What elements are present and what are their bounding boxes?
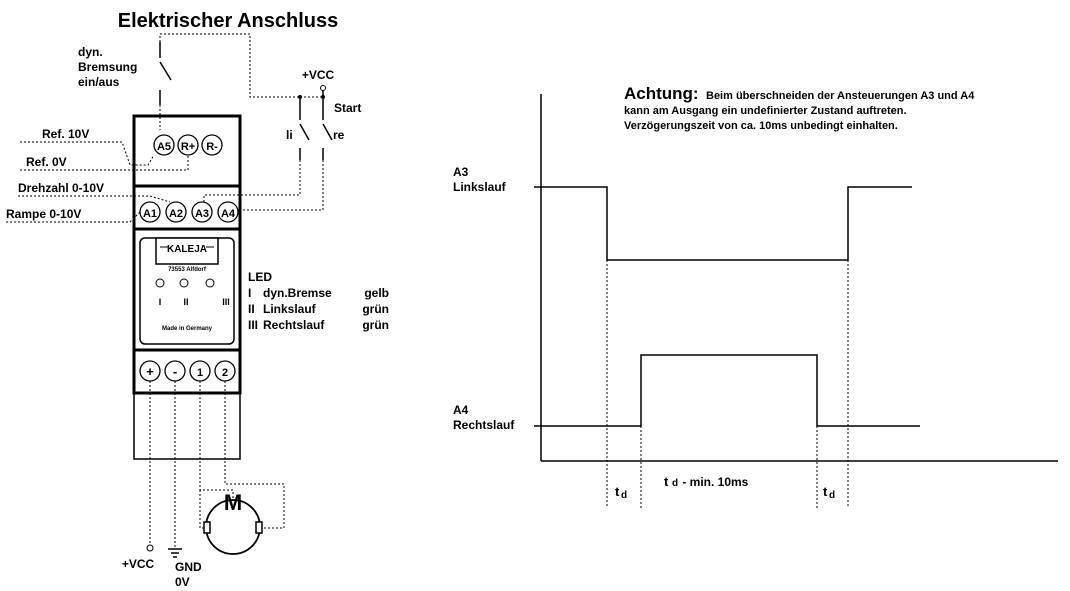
rampe-label: Rampe 0-10V <box>6 207 81 221</box>
svg-text:+: + <box>146 364 154 379</box>
svg-text:I: I <box>159 297 162 307</box>
vcc-bottom-terminal <box>146 544 154 552</box>
td-label-left: t d <box>615 484 627 501</box>
ref-10v-wire <box>20 141 155 166</box>
warning-line-2: kann am Ausgang ein undefinierter Zustan… <box>624 105 907 117</box>
warning-note: Achtung: Beim überschneiden der Ansteuer… <box>624 84 975 132</box>
terminal-a4: A4 <box>217 201 239 223</box>
switch-li <box>299 97 310 160</box>
brake-label-2: Bremsung <box>78 60 137 74</box>
terminal-a1: A1 <box>139 201 161 223</box>
a3-name: Linkslauf <box>453 180 507 194</box>
vcc-bottom-label: +VCC <box>122 557 155 571</box>
terminal-plus: + <box>139 360 161 382</box>
drehzahl-label: Drehzahl 0-10V <box>18 181 104 195</box>
warning-line-3: Verzögerungszeit von ca. 10ms unbedingt … <box>624 120 898 132</box>
li-wire <box>203 160 301 204</box>
svg-text:A3: A3 <box>195 208 209 220</box>
warning-line-1: Beim überschneiden der Ansteuerungen A3 … <box>706 90 975 102</box>
svg-text:Linkslauf: Linkslauf <box>263 302 317 316</box>
ref-10v-label: Ref. 10V <box>42 127 89 141</box>
svg-text:t: t <box>664 474 669 489</box>
module-label-plate: KALEJA 73553 Alfdorf I II III Made in Ge… <box>139 237 235 345</box>
ground-icon <box>168 548 182 558</box>
vcc-top-terminal <box>320 85 326 91</box>
drehzahl-wire <box>18 195 171 203</box>
td-label-right: t d <box>823 484 835 501</box>
gnd-label: GND <box>175 560 202 574</box>
a3-label: A3 <box>453 165 469 179</box>
terminal-2: 2 <box>214 360 236 382</box>
brand-label: KALEJA <box>167 244 207 255</box>
a4-name: Rechtslauf <box>453 418 515 432</box>
switch-re-label: re <box>333 128 345 142</box>
led-legend: LED I dyn.Bremse gelb II Linkslauf grün … <box>248 270 389 332</box>
led-1 <box>155 278 165 288</box>
terminal-minus: - <box>164 360 186 382</box>
motor-wire-2 <box>224 381 285 529</box>
address-label: 73553 Alfdorf <box>168 267 207 273</box>
rampe-wire <box>6 211 141 223</box>
svg-text:II: II <box>248 302 255 316</box>
svg-text:dyn.Bremse: dyn.Bremse <box>263 286 332 300</box>
terminal-r-minus: R- <box>201 134 223 156</box>
motor-label: M <box>224 490 242 515</box>
svg-text:A4: A4 <box>221 208 236 220</box>
re-wire <box>239 160 324 211</box>
led-2 <box>179 278 189 288</box>
svg-text:II: II <box>183 297 188 307</box>
made-in-label: Made in Germany <box>162 326 213 332</box>
svg-text:d: d <box>621 490 627 501</box>
svg-text:1: 1 <box>197 367 203 379</box>
warning-head: Achtung: <box>624 84 699 103</box>
led-3 <box>205 278 215 288</box>
module-bottom-base <box>133 392 241 460</box>
ref-0v-wire <box>20 155 189 171</box>
terminal-a5: A5 <box>153 134 175 156</box>
svg-text:A5: A5 <box>157 141 171 153</box>
svg-text:gelb: gelb <box>364 286 389 300</box>
svg-text:grün: grün <box>362 302 389 316</box>
svg-text:R-: R- <box>206 141 218 153</box>
a3-signal <box>541 186 912 261</box>
svg-text:R+: R+ <box>181 141 195 153</box>
brake-wire-top <box>159 33 300 98</box>
svg-text:d: d <box>829 490 835 501</box>
td-label-middle: t d - min. 10ms <box>664 474 749 489</box>
svg-text:I: I <box>248 286 251 300</box>
svg-text:-: - <box>173 364 177 379</box>
switch-re <box>322 97 333 160</box>
svg-text:LED: LED <box>248 270 272 284</box>
terminal-1: 1 <box>189 360 211 382</box>
terminal-r-plus: R+ <box>177 134 199 156</box>
a4-signal <box>541 354 920 427</box>
vcc-top-label: +VCC <box>302 68 335 82</box>
start-label: Start <box>334 101 361 115</box>
ref-0v-label: Ref. 0V <box>26 155 67 169</box>
motor-icon: M <box>203 490 263 555</box>
brake-switch <box>159 42 172 105</box>
svg-text:- min. 10ms: - min. 10ms <box>679 475 749 489</box>
brake-label-3: ein/aus <box>78 75 120 89</box>
zero-v-label: 0V <box>175 575 190 589</box>
svg-text:III: III <box>248 318 258 332</box>
a4-label: A4 <box>453 403 469 417</box>
diagram-title: Elektrischer Anschluss <box>118 10 338 32</box>
switch-li-label: li <box>286 128 293 142</box>
terminal-a2: A2 <box>165 201 187 223</box>
svg-text:d: d <box>672 478 678 489</box>
svg-text:grün: grün <box>362 318 389 332</box>
svg-text:t: t <box>823 484 828 499</box>
brake-label-1: dyn. <box>78 45 103 59</box>
svg-text:Rechtslauf: Rechtslauf <box>263 318 325 332</box>
svg-text:2: 2 <box>222 367 228 379</box>
terminal-a3: A3 <box>191 201 213 223</box>
svg-text:III: III <box>222 297 230 307</box>
svg-text:t: t <box>615 484 620 499</box>
svg-text:A1: A1 <box>143 208 157 220</box>
svg-text:A2: A2 <box>169 208 183 220</box>
